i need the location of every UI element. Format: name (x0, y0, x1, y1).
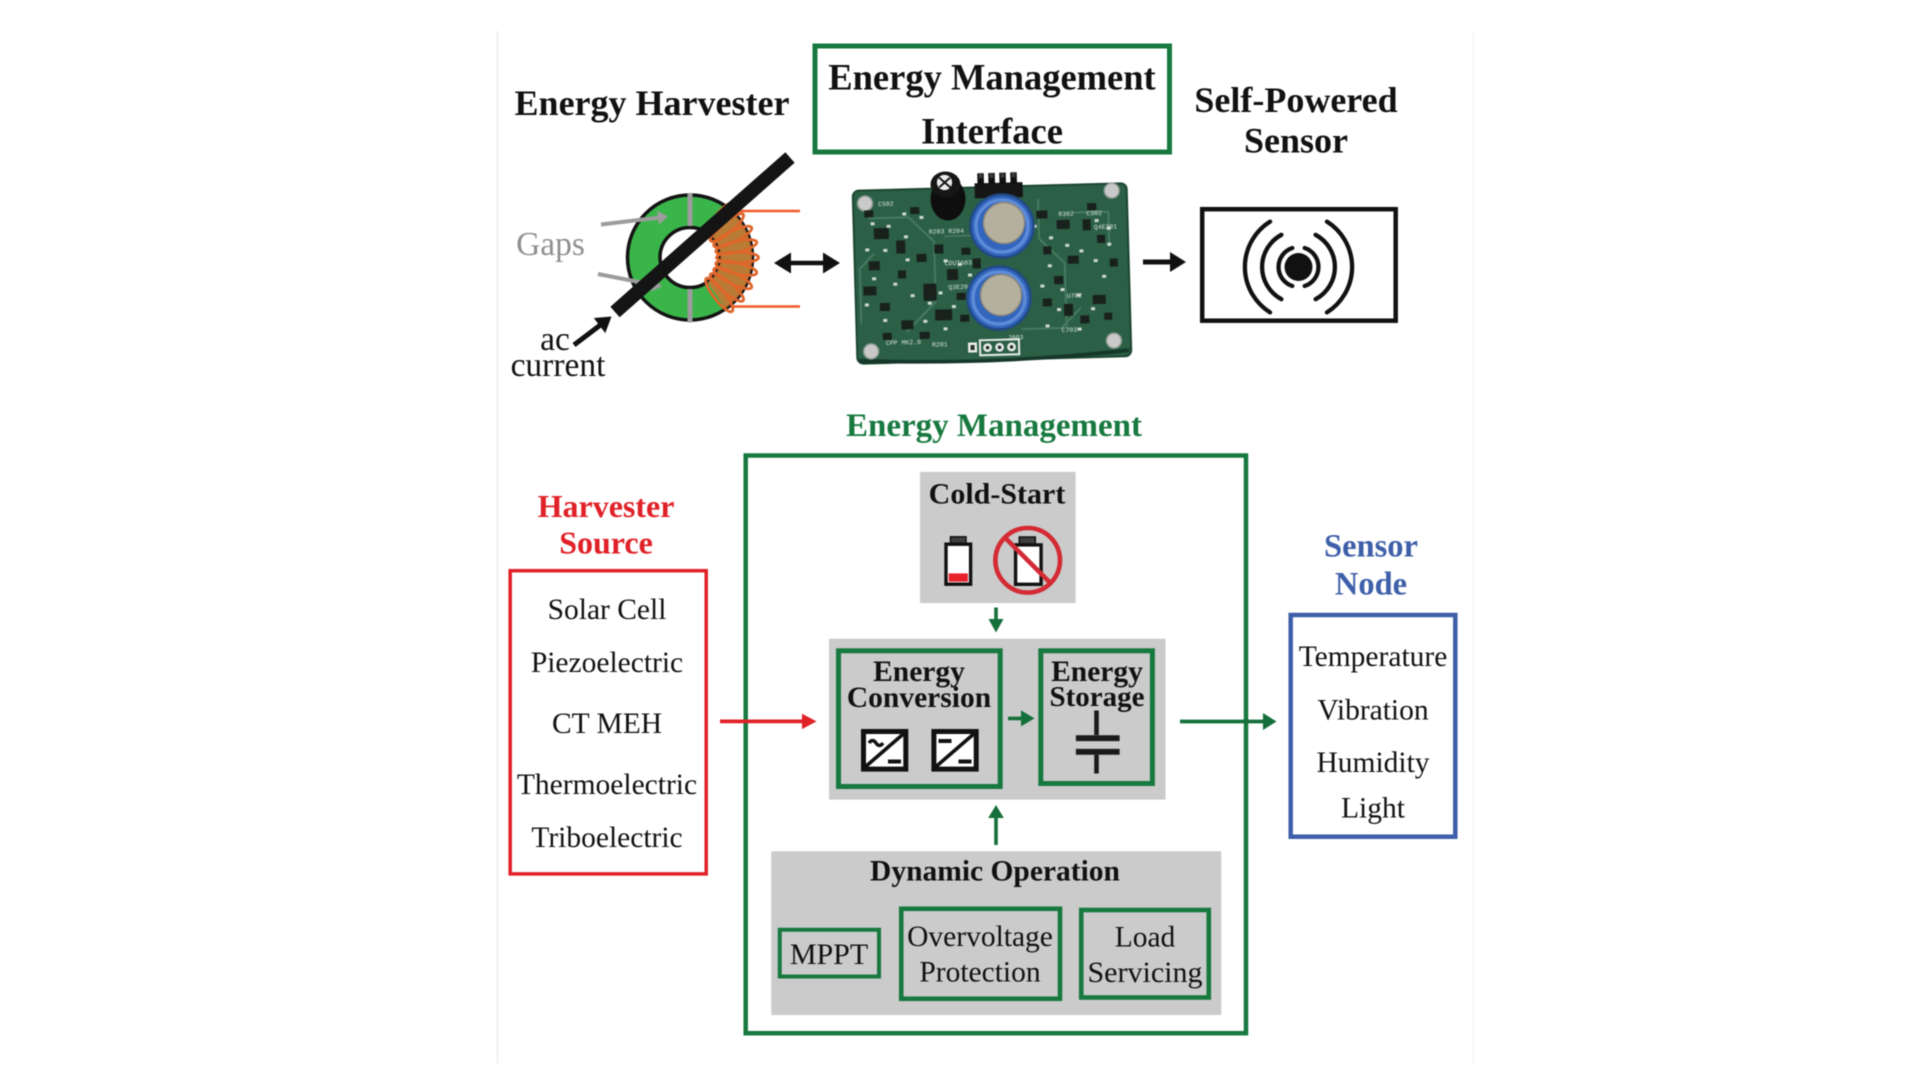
svg-text:C502: C502 (878, 201, 894, 208)
svg-text:Temperature: Temperature (1299, 641, 1448, 673)
svg-text:Conversion: Conversion (847, 682, 991, 714)
svg-text:U702: U702 (1067, 292, 1083, 299)
svg-text:CPP MK2.0: CPP MK2.0 (886, 339, 921, 347)
svg-text:Light: Light (1341, 792, 1406, 824)
svg-text:current: current (511, 347, 607, 384)
svg-text:Vibration: Vibration (1317, 695, 1429, 727)
svg-text:Energy: Energy (873, 656, 965, 688)
svg-text:Gaps: Gaps (516, 226, 585, 263)
svg-text:MPPT: MPPT (790, 938, 868, 971)
svg-text:Interface: Interface (921, 111, 1063, 152)
svg-text:Sensor: Sensor (1324, 529, 1418, 565)
svg-text:Sensor: Sensor (1244, 121, 1348, 161)
svg-text:Node: Node (1335, 567, 1407, 603)
svg-text:Dynamic Operation: Dynamic Operation (870, 856, 1120, 888)
svg-text:Thermoelectric: Thermoelectric (517, 769, 697, 801)
svg-text:Humidity: Humidity (1316, 747, 1429, 779)
svg-text:ac: ac (540, 321, 570, 358)
svg-text:R203 R204: R203 R204 (929, 228, 964, 236)
svg-text:CDUT603: CDUT603 (945, 260, 973, 268)
svg-text:R302: R302 (1058, 211, 1074, 218)
svg-text:C703: C703 (1062, 327, 1078, 334)
svg-text:J803: J803 (1008, 334, 1024, 341)
svg-text:Protection: Protection (919, 957, 1041, 989)
svg-text:Q3E201: Q3E201 (948, 284, 972, 292)
svg-text:Triboelectric: Triboelectric (531, 822, 682, 854)
svg-text:Energy Harvester: Energy Harvester (515, 83, 790, 123)
svg-text:CT MEH: CT MEH (552, 708, 662, 740)
svg-text:Overvoltage: Overvoltage (907, 921, 1053, 953)
svg-text:Load: Load (1115, 922, 1176, 954)
svg-text:Q4E301: Q4E301 (1094, 223, 1118, 231)
svg-text:Self-Powered: Self-Powered (1194, 80, 1397, 120)
svg-text:C302: C302 (1086, 210, 1102, 217)
svg-text:Storage: Storage (1049, 681, 1144, 713)
svg-text:R201: R201 (932, 341, 948, 348)
svg-text:Cold-Start: Cold-Start (929, 478, 1066, 511)
svg-text:Harvester: Harvester (538, 488, 675, 524)
svg-text:Solar Cell: Solar Cell (548, 594, 667, 626)
svg-text:Piezoelectric: Piezoelectric (531, 647, 683, 679)
svg-text:Energy Management: Energy Management (828, 57, 1155, 98)
svg-text:Energy Management: Energy Management (846, 408, 1142, 444)
svg-text:Source: Source (559, 525, 653, 561)
svg-text:Servicing: Servicing (1088, 956, 1203, 989)
svg-text:Energy: Energy (1051, 656, 1143, 688)
